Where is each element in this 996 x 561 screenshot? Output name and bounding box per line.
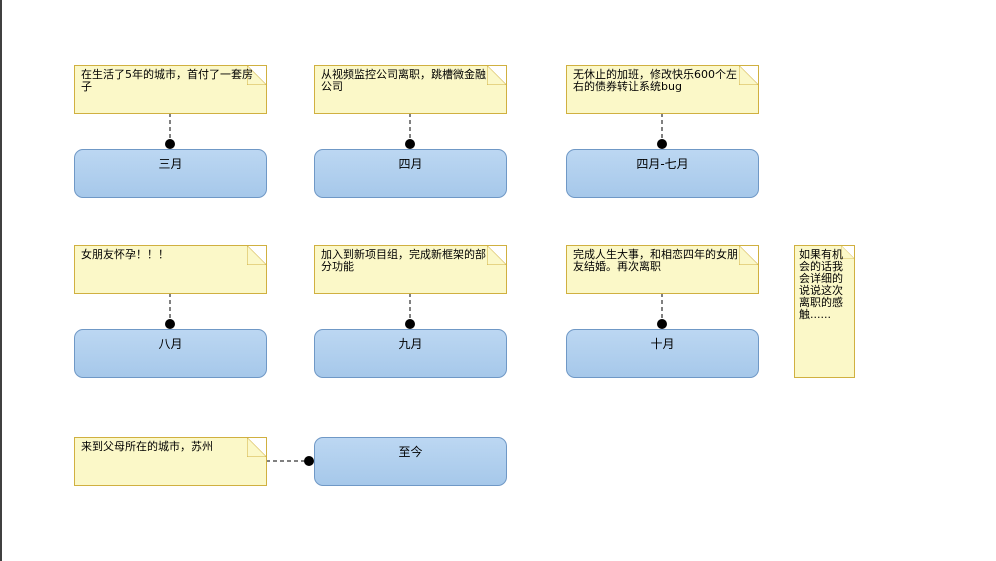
anchor-dot-march: [165, 139, 175, 149]
side-note-text: 如果有机会的话我会详细的说说这次离职的感触......: [799, 248, 843, 321]
node-august[interactable]: 八月: [74, 329, 267, 378]
note-fold-icon: [247, 438, 266, 457]
note-september-text: 加入到新项目组，完成新框架的部分功能: [321, 248, 486, 273]
node-august-label: 八月: [158, 337, 183, 351]
anchor-dot-september: [405, 319, 415, 329]
node-march-label: 三月: [158, 157, 183, 171]
note-march[interactable]: 在生活了5年的城市，首付了一套房子: [74, 65, 267, 114]
anchor-dot-april: [405, 139, 415, 149]
node-april[interactable]: 四月: [314, 149, 507, 198]
note-august[interactable]: 女朋友怀孕！！！: [74, 245, 267, 294]
note-fold-icon: [487, 246, 506, 265]
note-fold-icon: [247, 246, 266, 265]
node-april-july[interactable]: 四月-七月: [566, 149, 759, 198]
node-april-label: 四月: [398, 157, 423, 171]
note-april[interactable]: 从视频监控公司离职，跳槽微金融公司: [314, 65, 507, 114]
side-note[interactable]: 如果有机会的话我会详细的说说这次离职的感触......: [794, 245, 855, 378]
note-august-text: 女朋友怀孕！！！: [81, 248, 169, 261]
note-october[interactable]: 完成人生大事，和相恋四年的女朋友结婚。再次离职: [566, 245, 759, 294]
node-september-label: 九月: [398, 337, 423, 351]
node-october[interactable]: 十月: [566, 329, 759, 378]
anchor-dot-now: [304, 456, 314, 466]
note-fold-icon: [247, 66, 266, 85]
node-now[interactable]: 至今: [314, 437, 507, 486]
note-april-july-text: 无休止的加班，修改快乐600个左右的债券转让系统bug: [573, 68, 737, 93]
anchor-dot-august: [165, 319, 175, 329]
note-september[interactable]: 加入到新项目组，完成新框架的部分功能: [314, 245, 507, 294]
anchor-dot-april-july: [657, 139, 667, 149]
note-fold-icon: [841, 246, 854, 259]
window-left-border: [0, 0, 2, 561]
node-october-label: 十月: [650, 337, 675, 351]
node-now-label: 至今: [398, 445, 423, 459]
node-september[interactable]: 九月: [314, 329, 507, 378]
note-march-text: 在生活了5年的城市，首付了一套房子: [81, 68, 253, 93]
note-fold-icon: [739, 66, 758, 85]
node-april-july-label: 四月-七月: [636, 157, 689, 171]
anchor-dot-october: [657, 319, 667, 329]
note-april-july[interactable]: 无休止的加班，修改快乐600个左右的债券转让系统bug: [566, 65, 759, 114]
note-fold-icon: [739, 246, 758, 265]
note-april-text: 从视频监控公司离职，跳槽微金融公司: [321, 68, 486, 93]
note-october-text: 完成人生大事，和相恋四年的女朋友结婚。再次离职: [573, 248, 738, 273]
note-now[interactable]: 来到父母所在的城市，苏州: [74, 437, 267, 486]
note-now-text: 来到父母所在的城市，苏州: [81, 440, 213, 453]
node-march[interactable]: 三月: [74, 149, 267, 198]
note-fold-icon: [487, 66, 506, 85]
